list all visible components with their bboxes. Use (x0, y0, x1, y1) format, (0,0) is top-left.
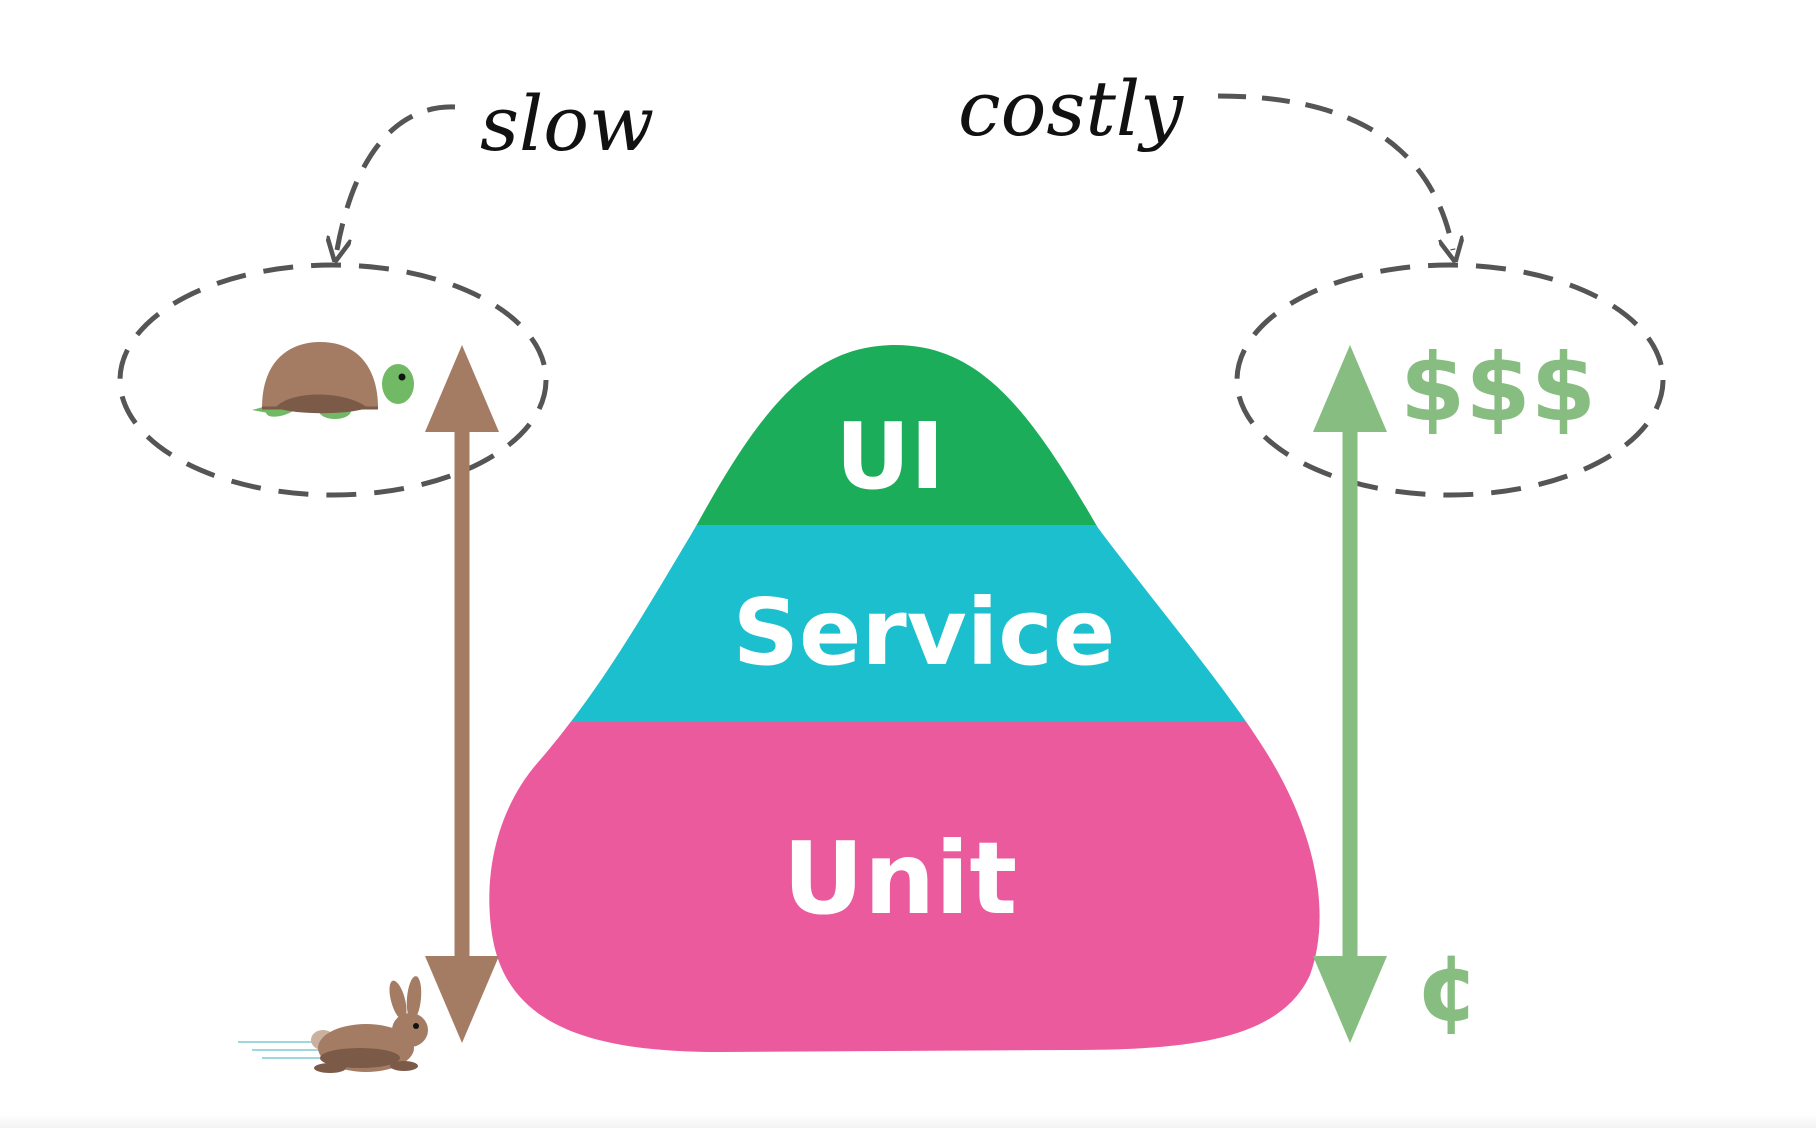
slow-pointer-arrow (337, 104, 456, 250)
costly-label: costly (958, 64, 1184, 153)
pyramid-label-ui: UI (836, 403, 945, 510)
pyramid-layer-unit (489, 722, 1320, 1052)
speed-arrow (425, 345, 499, 1043)
slow-label: slow (480, 79, 654, 168)
slow-ellipse (117, 262, 549, 498)
expensive-symbol: $$$ (1400, 334, 1596, 443)
pyramid-label-service: Service (733, 579, 1115, 686)
cost-arrow (1313, 345, 1387, 1043)
rabbit-icon (238, 976, 428, 1073)
pyramid-label-unit: Unit (783, 820, 1017, 937)
cheap-symbol: ¢ (1416, 935, 1480, 1042)
turtle-icon (252, 342, 414, 419)
costly-ellipse (1234, 262, 1666, 498)
costly-pointer-arrow (1217, 93, 1453, 250)
bottom-divider (0, 1114, 1816, 1128)
